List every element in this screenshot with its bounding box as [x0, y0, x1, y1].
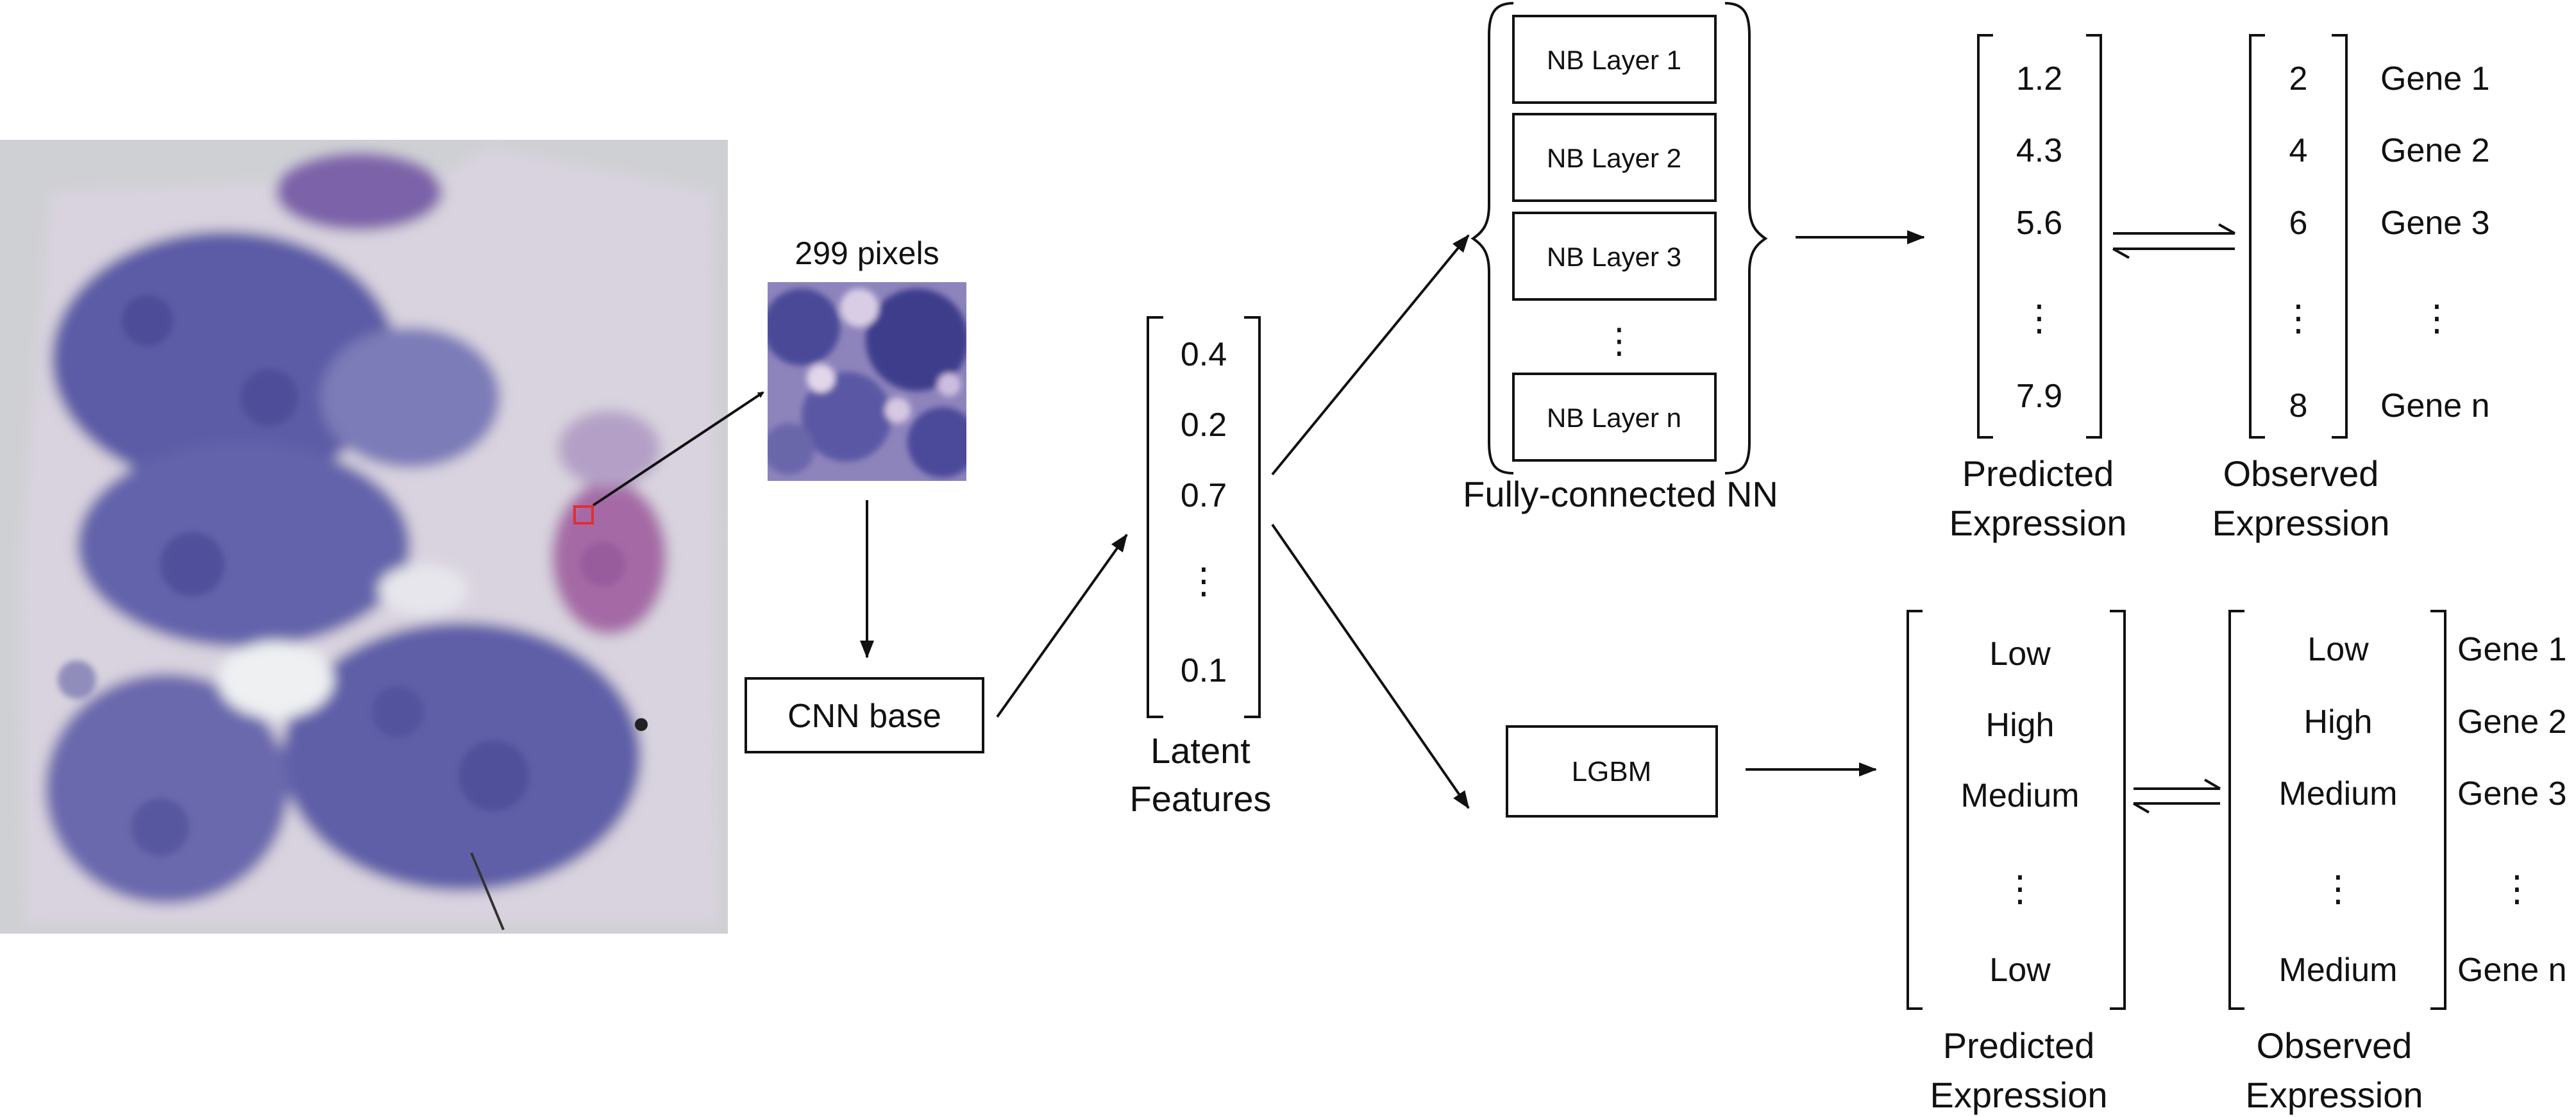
nn-layer-box: [1512, 15, 1717, 104]
bottom-predicted-caption-line1: Predicted: [1943, 1025, 2095, 1066]
lgbm-box: [1506, 725, 1718, 818]
lgbm-label: LGBM: [1572, 756, 1652, 787]
top-predicted-value: 7.9: [2016, 378, 2062, 415]
bottom-predicted-value: Low: [1989, 635, 2051, 673]
patch-locator-box: [573, 505, 594, 525]
top-observed-value: 2: [2289, 60, 2308, 97]
latent-value: 0.4: [1181, 336, 1227, 373]
cnn-base-box: [745, 677, 984, 753]
cnn-to-latent-arrow: [996, 533, 1128, 718]
bottom-observed-vector: Low High Medium ⋮ Medium: [2228, 610, 2446, 1010]
latent-value: 0.2: [1181, 407, 1227, 444]
gene-label: Gene 1: [2457, 631, 2567, 668]
bottom-predicted-ellipsis: ⋮: [2002, 868, 2038, 909]
nn-layer-label: NB Layer 3: [1547, 242, 1681, 272]
gene-ellipsis: ⋮: [2419, 298, 2455, 338]
top-gene-labels: Gene 1 Gene 2 Gene 3 ⋮ Gene n: [2380, 60, 2490, 424]
bottom-observed-value: Low: [2307, 631, 2369, 668]
gene-label: Gene 2: [2380, 132, 2490, 169]
gene-label: Gene n: [2380, 387, 2490, 424]
latent-value: 0.1: [1181, 652, 1227, 689]
patch-size-label: 299 pixels: [795, 235, 939, 271]
bottom-observed-caption-line2: Expression: [2245, 1075, 2423, 1115]
nn-layer-box: [1512, 113, 1717, 202]
bottom-gene-labels: Gene 1 Gene 2 Gene 3 ⋮ Gene n: [2457, 631, 2567, 989]
nn-layer-ellipsis: ⋮: [1602, 322, 1637, 360]
latent-ellipsis: ⋮: [1186, 560, 1222, 601]
gene-ellipsis: ⋮: [2499, 868, 2535, 909]
bottom-predicted-value: High: [1986, 707, 2055, 744]
gene-label: Gene 3: [2457, 775, 2567, 812]
gene-label: Gene n: [2457, 952, 2567, 989]
gene-label: Gene 1: [2380, 60, 2490, 97]
top-predicted-caption-line2: Expression: [1949, 503, 2126, 543]
top-predicted-value: 1.2: [2016, 60, 2062, 97]
latent-value: 0.7: [1181, 477, 1227, 514]
gene-label: Gene 3: [2380, 205, 2490, 242]
top-equilibrium-arrows: [2112, 223, 2235, 259]
bottom-observed-value: Medium: [2279, 952, 2398, 989]
nn-layer-box: [1512, 212, 1717, 301]
bottom-observed-ellipsis: ⋮: [2320, 868, 2356, 909]
bottom-predicted-value: Medium: [1961, 777, 2080, 814]
nn-layer-label: NB Layer n: [1547, 403, 1681, 433]
nn-layer-label: NB Layer 2: [1547, 143, 1681, 173]
latent-caption-line2: Features: [1130, 778, 1272, 819]
slide-debris-mark: [635, 718, 648, 731]
tissue-slide-image: [0, 140, 728, 934]
top-predicted-value: 4.3: [2016, 132, 2062, 169]
top-observed-ellipsis: ⋮: [2280, 298, 2316, 338]
bottom-predicted-caption-line2: Expression: [1930, 1075, 2107, 1115]
nn-caption: Fully-connected NN: [1463, 474, 1778, 514]
nn-layer-label: NB Layer 1: [1547, 45, 1681, 75]
bottom-observed-value: High: [2304, 703, 2373, 741]
top-observed-vector: 2 4 6 ⋮ 8: [2249, 34, 2348, 439]
nn-layer-stack: NB Layer 1 NB Layer 2 NB Layer 3 ⋮ NB La…: [1470, 2, 1768, 475]
top-predicted-vector: 1.2 4.3 5.6 ⋮ 7.9: [1977, 34, 2102, 439]
bottom-equilibrium-arrows: [2132, 778, 2221, 814]
top-observed-caption-line1: Observed: [2223, 453, 2379, 494]
latent-to-nn-arrow: [1271, 234, 1470, 476]
bottom-observed-value: Medium: [2279, 775, 2398, 812]
bottom-predicted-value: Low: [1989, 952, 2051, 989]
zoom-arrow: [592, 391, 764, 507]
top-predicted-value: 5.6: [2016, 205, 2062, 242]
top-observed-value: 8: [2289, 387, 2308, 424]
latent-features-vector: 0.4 0.2 0.7 ⋮ 0.1: [1147, 316, 1261, 718]
bottom-predicted-vector: Low High Medium ⋮ Low: [1907, 610, 2126, 1010]
cnn-base-label: CNN base: [787, 698, 941, 735]
latent-caption-line1: Latent: [1150, 730, 1250, 771]
gene-label: Gene 2: [2457, 703, 2567, 741]
top-predicted-caption-line1: Predicted: [1962, 453, 2114, 494]
top-observed-value: 4: [2289, 132, 2308, 169]
zoomed-patch-image: [768, 282, 966, 481]
nn-layer-box: [1512, 373, 1717, 462]
bottom-observed-caption-line1: Observed: [2257, 1025, 2412, 1066]
top-observed-caption-line2: Expression: [2212, 503, 2389, 543]
latent-to-lgbm-arrow: [1271, 523, 1470, 809]
top-observed-value: 6: [2289, 205, 2308, 242]
top-predicted-ellipsis: ⋮: [2021, 298, 2057, 338]
